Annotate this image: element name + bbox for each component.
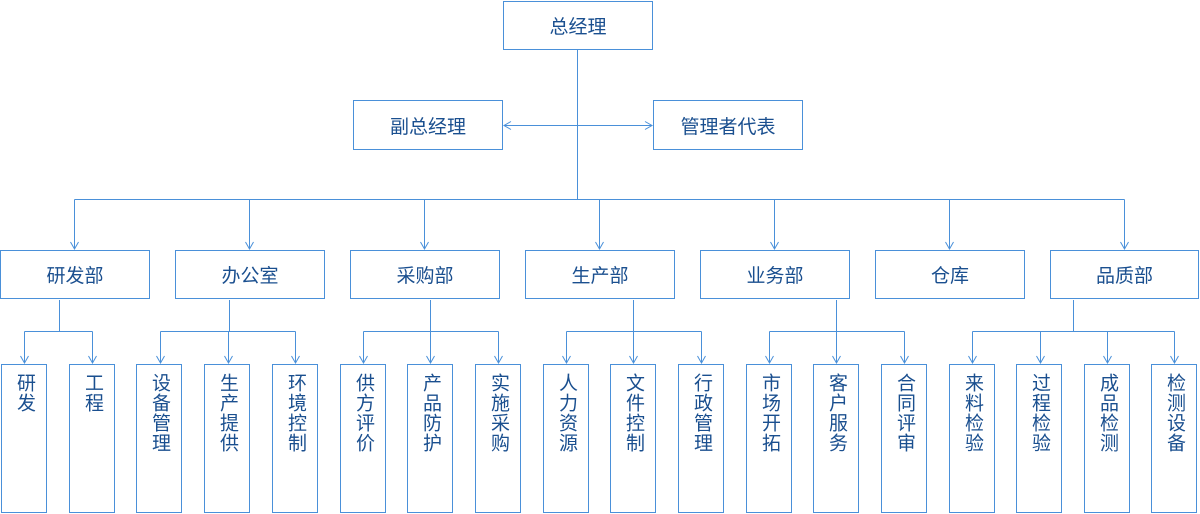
dept-rnd-box: 研发部: [0, 250, 150, 299]
unit-quality-process: 过程检验: [1016, 364, 1062, 513]
unit-label: 人力资源: [556, 373, 578, 453]
unit-purchasing-protection: 产品防护: [407, 364, 453, 513]
unit-purchasing-execute: 实施采购: [475, 364, 521, 513]
dept-office-label: 办公室: [221, 265, 279, 287]
dept-production-box: 生产部: [525, 250, 675, 299]
arrow-head: [20, 355, 29, 365]
unit-production-hr: 人力资源: [543, 364, 589, 513]
unit-label: 产品防护: [420, 373, 442, 453]
arrow-head: [595, 241, 604, 251]
unit-purchasing-supplier: 供方评价: [340, 364, 386, 513]
unit-label: 客户服务: [826, 373, 848, 453]
unit-business-market: 市场开拓: [746, 364, 792, 513]
dept-purchasing-label: 采购部: [396, 265, 454, 287]
unit-label: 合同评审: [894, 373, 916, 453]
arrow-head: [832, 355, 841, 365]
unit-label: 检测设备: [1164, 373, 1186, 453]
arrow-head: [1103, 355, 1112, 365]
unit-office-production-supply: 生产提供: [204, 364, 250, 513]
general-manager-box: 总经理: [503, 1, 653, 50]
unit-label: 设备管理: [149, 373, 171, 453]
arrow-head: [70, 241, 79, 251]
arrow-head: [291, 355, 300, 365]
dept-purchasing-box: 采购部: [350, 250, 500, 299]
unit-quality-equipment: 检测设备: [1151, 364, 1197, 513]
arrow-head: [1170, 355, 1179, 365]
unit-production-admin: 行政管理: [678, 364, 724, 513]
arrow-head: [968, 355, 977, 365]
unit-quality-incoming: 来料检验: [949, 364, 995, 513]
arrow-head: [770, 241, 779, 251]
dept-rnd-label: 研发部: [46, 265, 104, 287]
unit-label: 实施采购: [488, 373, 510, 453]
unit-label: 生产提供: [217, 373, 239, 453]
arrow-head: [765, 355, 774, 365]
unit-label: 环境控制: [285, 373, 307, 453]
unit-label: 成品检测: [1097, 373, 1119, 453]
mgmt-rep-label: 管理者代表: [680, 115, 776, 138]
arrow-head: [1036, 355, 1045, 365]
dept-business-label: 业务部: [746, 265, 804, 287]
unit-label: 供方评价: [353, 373, 375, 453]
arrow-head: [359, 355, 368, 365]
unit-business-service: 客户服务: [813, 364, 859, 513]
dept-office-box: 办公室: [175, 250, 325, 299]
arrow-head: [945, 241, 954, 251]
deputy-gm-box: 副总经理: [353, 100, 503, 150]
arrow-head: [629, 355, 638, 365]
unit-label: 文件控制: [623, 373, 645, 453]
dept-business-box: 业务部: [700, 250, 850, 299]
arrow-head: [156, 355, 165, 365]
unit-business-contract: 合同评审: [881, 364, 927, 513]
unit-production-docs: 文件控制: [610, 364, 656, 513]
arrow-head: [562, 355, 571, 365]
arrow-head: [88, 355, 97, 365]
unit-office-equipment: 设备管理: [136, 364, 182, 513]
unit-label: 过程检验: [1029, 373, 1051, 453]
general-manager-label: 总经理: [549, 16, 607, 38]
arrow-head: [494, 355, 503, 365]
arrow-head: [644, 121, 654, 130]
mgmt-rep-box: 管理者代表: [653, 100, 803, 150]
unit-label: 市场开拓: [759, 373, 781, 453]
arrow-head: [1120, 241, 1129, 251]
unit-label: 研发: [14, 373, 36, 413]
arrow-head: [426, 355, 435, 365]
unit-label: 行政管理: [691, 373, 713, 453]
dept-warehouse-box: 仓库: [875, 250, 1025, 299]
deputy-gm-label: 副总经理: [389, 115, 466, 138]
unit-label: 工程: [82, 373, 104, 413]
arrow-head: [224, 355, 233, 365]
arrow-head: [697, 355, 706, 365]
arrow-head: [245, 241, 254, 251]
arrow-head: [900, 355, 909, 365]
arrow-head: [420, 241, 429, 251]
unit-rnd-engineering: 工程: [69, 364, 115, 513]
unit-quality-final: 成品检测: [1084, 364, 1130, 513]
unit-office-environment: 环境控制: [272, 364, 318, 513]
dept-quality-label: 品质部: [1095, 265, 1153, 287]
dept-quality-box: 品质部: [1050, 250, 1199, 299]
unit-rnd-rnd: 研发: [1, 364, 47, 513]
dept-warehouse-label: 仓库: [930, 265, 969, 287]
dept-production-label: 生产部: [571, 265, 629, 287]
unit-label: 来料检验: [962, 373, 984, 453]
arrow-head: [502, 121, 512, 130]
